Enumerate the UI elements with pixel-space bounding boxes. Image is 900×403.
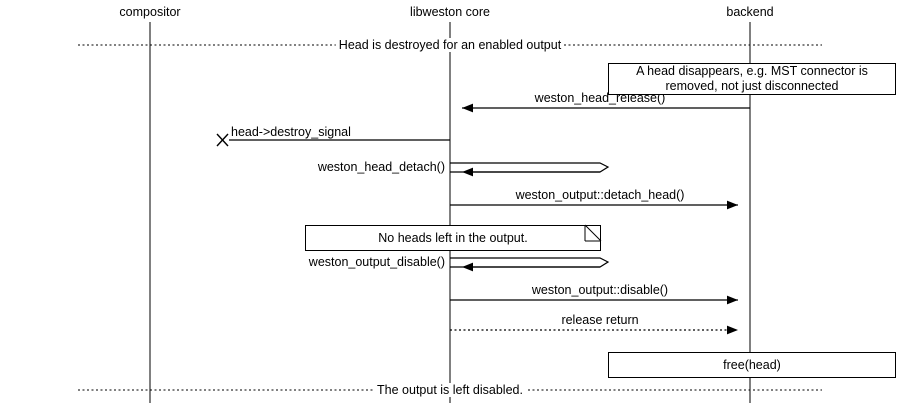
message-arrow-weston-head-detach <box>450 162 610 177</box>
message-label-weston-output-disable-call: weston_output_disable() <box>306 255 447 269</box>
note-free-head: free(head) <box>608 352 896 378</box>
lost-message-x-icon <box>216 133 229 147</box>
divider-label-top: Head is destroyed for an enabled output <box>335 38 565 52</box>
note-free-head-text: free(head) <box>723 357 781 372</box>
participant-label-libweston-core: libweston core <box>410 5 490 19</box>
message-label-weston-output-detach-head: weston_output::detach_head() <box>513 188 687 202</box>
note-head-disappears-text: A head disappears, e.g. MST connector is… <box>636 64 868 93</box>
participant-label-compositor: compositor <box>119 5 181 19</box>
divider-label-bottom: The output is left disabled. <box>374 383 526 397</box>
note-head-disappears: A head disappears, e.g. MST connector is… <box>608 63 896 95</box>
note-no-heads-left: No heads left in the output. <box>305 225 601 251</box>
message-label-head-destroy-signal: head->destroy_signal <box>229 125 353 139</box>
participant-label-backend: backend <box>726 5 774 19</box>
message-label-weston-head-detach: weston_head_detach() <box>315 160 447 174</box>
message-arrow-weston-output-disable-call <box>450 257 610 272</box>
message-label-weston-output-disable: weston_output::disable() <box>529 283 671 297</box>
message-label-release-return: release return <box>559 313 641 327</box>
note-no-heads-left-text: No heads left in the output. <box>378 230 528 245</box>
